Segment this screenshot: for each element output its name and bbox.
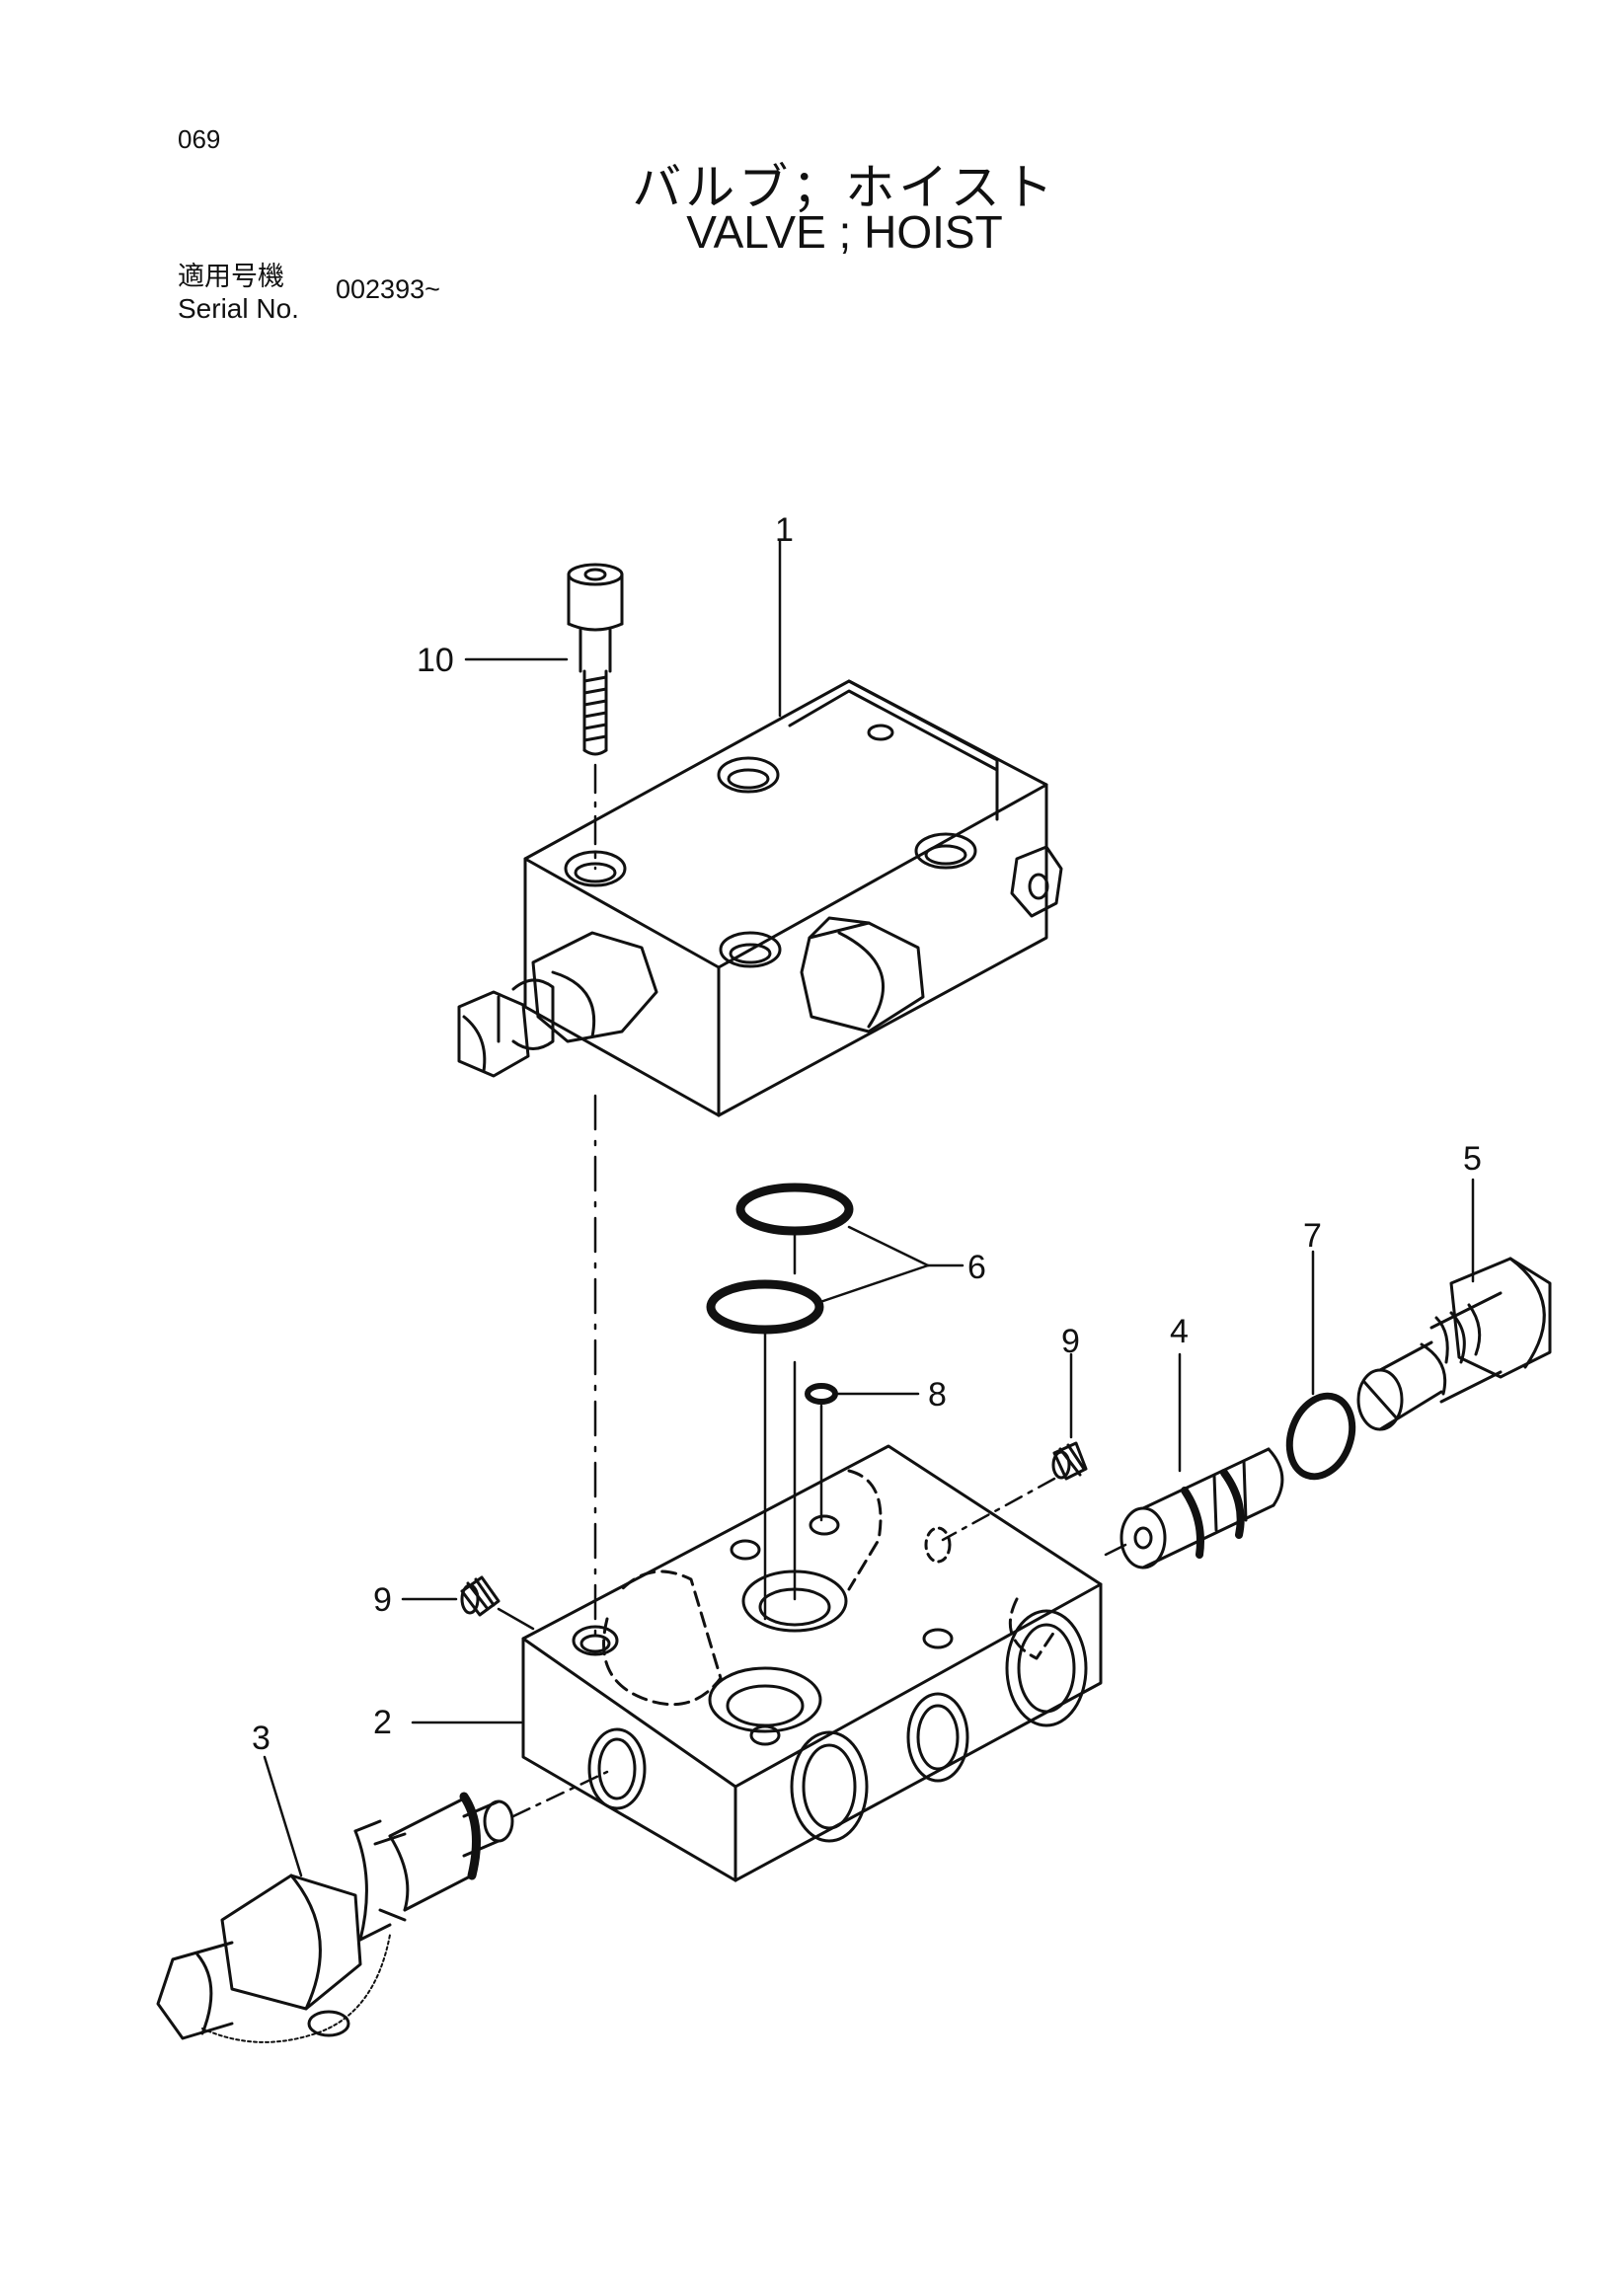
part-7-o-ring <box>1285 1392 1356 1481</box>
page-number: 069 <box>178 124 221 154</box>
callout-9-left: 9 <box>373 1581 392 1619</box>
serial-label-english: Serial No. <box>178 293 299 324</box>
callout-7: 7 <box>1303 1217 1322 1255</box>
callout-1: 1 <box>775 511 794 549</box>
callout-2: 2 <box>373 1704 392 1741</box>
title-japanese: バルブ；ホイスト <box>632 159 1057 216</box>
part-1-valve-body <box>457 679 1063 1117</box>
part-5-plug <box>1356 1257 1552 1431</box>
callout-3: 3 <box>252 1720 270 1757</box>
callout-8: 8 <box>928 1376 947 1414</box>
callout-5: 5 <box>1463 1140 1482 1178</box>
part-2-valve-block <box>521 1444 1103 1882</box>
part-10-bolt <box>567 563 624 756</box>
part-9-set-screw-left <box>460 1575 501 1617</box>
title-english: VALVE ; HOIST <box>686 206 1003 258</box>
serial-value: 002393~ <box>336 274 440 304</box>
callout-6: 6 <box>967 1249 986 1286</box>
callout-9-right: 9 <box>1061 1323 1080 1360</box>
part-8-small-o-ring <box>805 1383 838 1405</box>
callout-4: 4 <box>1170 1313 1189 1350</box>
callout-10: 10 <box>417 642 454 679</box>
part-3-relief-valve <box>156 1792 514 2043</box>
part-6-o-rings <box>706 1183 854 1335</box>
part-9-set-screw-right <box>1051 1441 1088 1481</box>
part-4-cartridge <box>1119 1447 1284 1569</box>
serial-label-japanese: 適用号機 <box>178 262 284 292</box>
